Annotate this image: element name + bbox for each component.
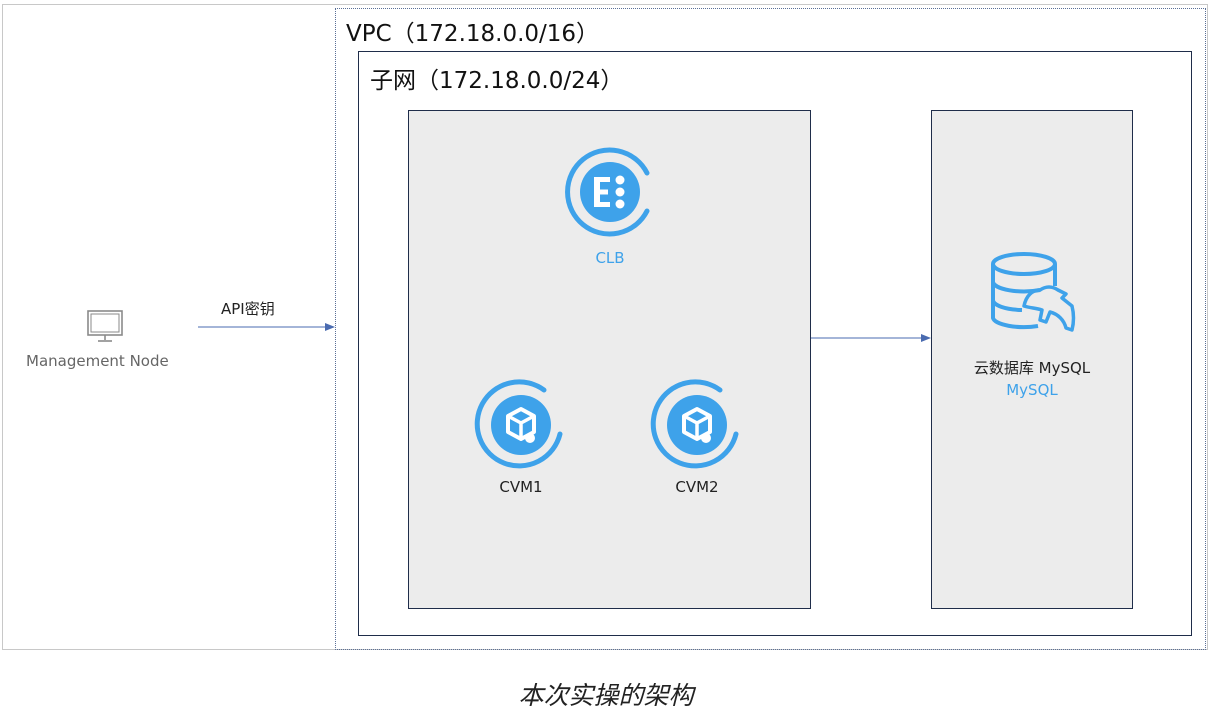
mysql-subtitle: MySQL bbox=[1006, 381, 1058, 399]
subnet-title: 子网（172.18.0.0/24） bbox=[370, 68, 624, 94]
monitor-icon bbox=[87, 310, 123, 342]
vpc-title: VPC（172.18.0.0/16） bbox=[346, 21, 600, 47]
database-panel bbox=[931, 110, 1133, 609]
cvm2-label: CVM2 bbox=[675, 478, 719, 496]
subnet-boundary bbox=[358, 51, 1192, 636]
api-key-label: API密钥 bbox=[221, 300, 275, 318]
mysql-title: 云数据库 MySQL bbox=[973, 359, 1091, 377]
vpc-boundary bbox=[335, 8, 1206, 650]
mysql-database-icon bbox=[990, 252, 1076, 332]
cvm1-icon bbox=[474, 379, 563, 469]
cvm2-icon bbox=[650, 379, 739, 469]
management-node-label: Management Node bbox=[26, 352, 169, 370]
clb-icon bbox=[565, 147, 650, 237]
clb-label: CLB bbox=[595, 249, 625, 267]
cvm1-label: CVM1 bbox=[499, 478, 543, 496]
figure-caption: 本次实操的架构 bbox=[518, 681, 694, 710]
